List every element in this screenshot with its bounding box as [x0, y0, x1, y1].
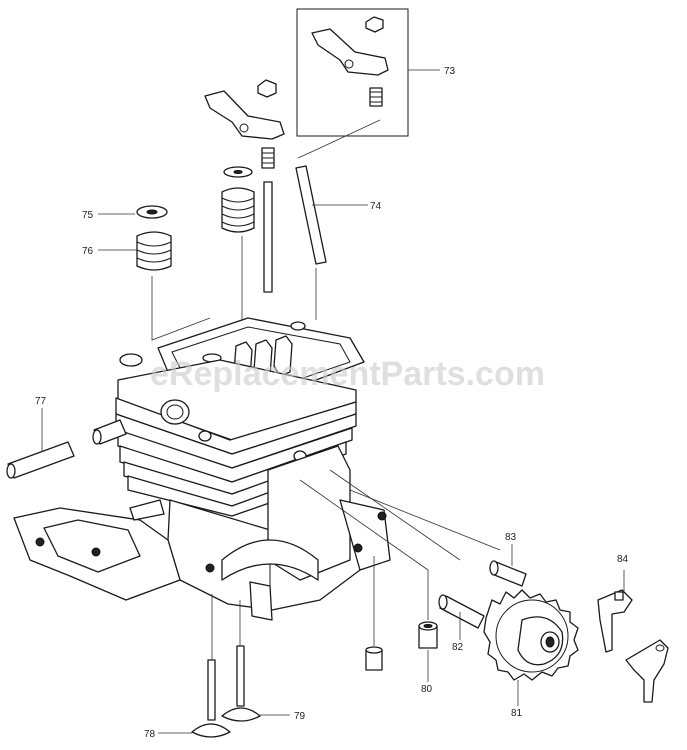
- valve-79: [221, 645, 261, 722]
- watermark-text: eReplacementParts.com: [150, 355, 545, 393]
- pushrod-74: [295, 165, 327, 265]
- valve-spring-set: [221, 166, 255, 340]
- rocker-arm: [204, 79, 285, 169]
- valve-stem-seal: [365, 646, 383, 671]
- governor-arm-84: [597, 589, 669, 703]
- callout-80: 80: [421, 684, 433, 695]
- callout-83: 83: [505, 532, 517, 543]
- cylinder-block: [13, 317, 391, 621]
- callout-76: 76: [82, 246, 94, 257]
- pushrod-left: [263, 181, 273, 293]
- stem-seal-80: [418, 621, 438, 649]
- dowel-pin-77: [6, 419, 127, 479]
- valve-78: [191, 659, 231, 738]
- callout-79: 79: [294, 711, 306, 722]
- gear-shaft-82: [438, 594, 485, 629]
- cam-gear-81: [483, 589, 579, 681]
- callout-73: 73: [444, 66, 456, 77]
- callout-75: 75: [82, 210, 94, 221]
- rocker-arm-inset-73: [296, 8, 409, 137]
- spring-retainer-75: [136, 205, 168, 219]
- callout-78: 78: [144, 729, 156, 740]
- valve-spring-76: [136, 231, 172, 271]
- callout-81: 81: [511, 708, 523, 719]
- callout-74: 74: [370, 201, 382, 212]
- callout-82: 82: [452, 642, 464, 653]
- callout-77: 77: [35, 396, 47, 407]
- callout-84: 84: [617, 554, 629, 565]
- pin-83: [489, 560, 527, 587]
